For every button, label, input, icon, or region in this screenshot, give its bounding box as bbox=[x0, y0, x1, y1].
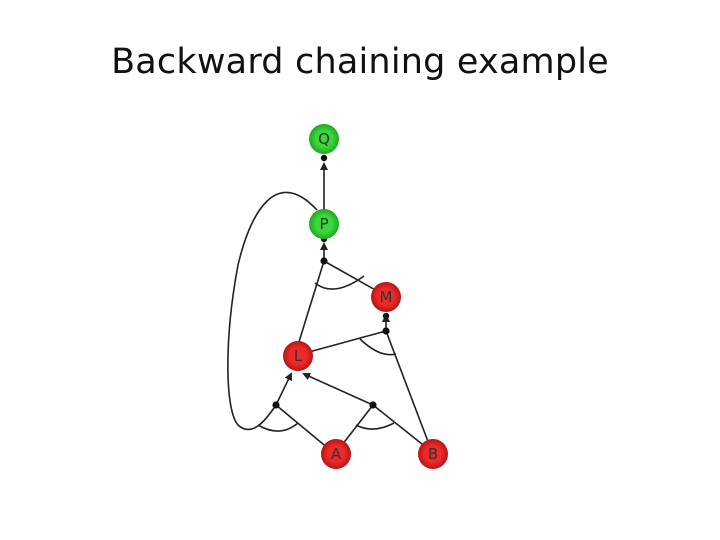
junction-dot-p bbox=[320, 257, 328, 265]
node-b: B bbox=[418, 439, 448, 469]
and-arc-l-right bbox=[355, 422, 395, 430]
junction-dot-l-right bbox=[369, 401, 377, 409]
node-m: M bbox=[371, 282, 401, 312]
node-a: A bbox=[321, 439, 351, 469]
node-p: P bbox=[309, 209, 339, 239]
junction-dot-l-left bbox=[272, 401, 280, 409]
node-q: Q bbox=[309, 124, 339, 154]
and-arc-l-left bbox=[257, 422, 299, 432]
edge-p-loop-to-l-junction bbox=[227, 191, 318, 431]
edge-l-to-m-junction bbox=[297, 330, 387, 356]
node-l: L bbox=[283, 341, 313, 371]
and-arc-p bbox=[314, 275, 365, 290]
slide-title: Backward chaining example bbox=[111, 42, 609, 82]
junction-dot-q bbox=[320, 154, 328, 162]
nodes: Q P M L A B bbox=[283, 124, 448, 469]
edge-b-to-m-junction bbox=[385, 330, 433, 453]
and-arc-m bbox=[359, 338, 397, 356]
edges bbox=[227, 162, 433, 455]
junction-dots bbox=[272, 154, 390, 409]
edge-l-to-p-junction bbox=[297, 260, 325, 346]
node-b-label: B bbox=[428, 445, 438, 463]
node-m-label: M bbox=[380, 288, 393, 306]
junction-dot-m-top bbox=[382, 312, 390, 320]
node-l-label: L bbox=[294, 347, 303, 365]
edge-junction-to-l bbox=[275, 372, 292, 406]
node-p-label: P bbox=[319, 215, 328, 233]
junction-dot-m bbox=[382, 327, 390, 335]
node-a-label: A bbox=[331, 445, 342, 463]
node-q-label: Q bbox=[318, 130, 330, 148]
edge-junction-to-l-second bbox=[302, 372, 374, 406]
